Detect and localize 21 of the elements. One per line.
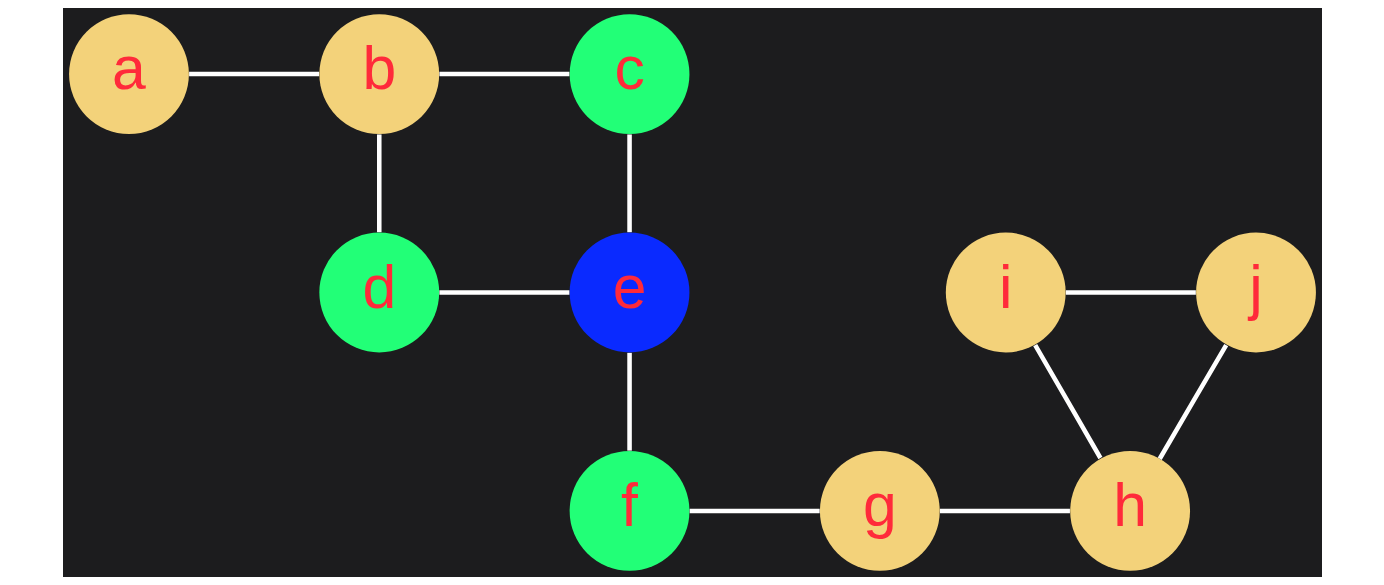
node-circle: i	[945, 232, 1066, 353]
node-circle: g	[819, 451, 940, 571]
node-circle: f	[569, 451, 689, 571]
connector	[939, 508, 1070, 514]
connector	[376, 134, 382, 233]
node-circle: e	[569, 232, 689, 353]
connector	[689, 508, 820, 514]
node-circle: d	[318, 232, 439, 353]
node-circle: j	[1195, 232, 1316, 353]
connector	[438, 290, 569, 295]
node-circle: b	[318, 14, 439, 134]
node-circle: h	[1069, 451, 1190, 571]
connector	[1157, 343, 1228, 460]
connector	[1032, 343, 1102, 460]
connector	[438, 71, 569, 77]
node-circle: c	[569, 14, 689, 134]
connector	[626, 134, 632, 233]
connector	[1065, 290, 1196, 295]
connector	[188, 71, 319, 77]
connector	[626, 352, 632, 451]
node-circle: a	[68, 14, 189, 134]
